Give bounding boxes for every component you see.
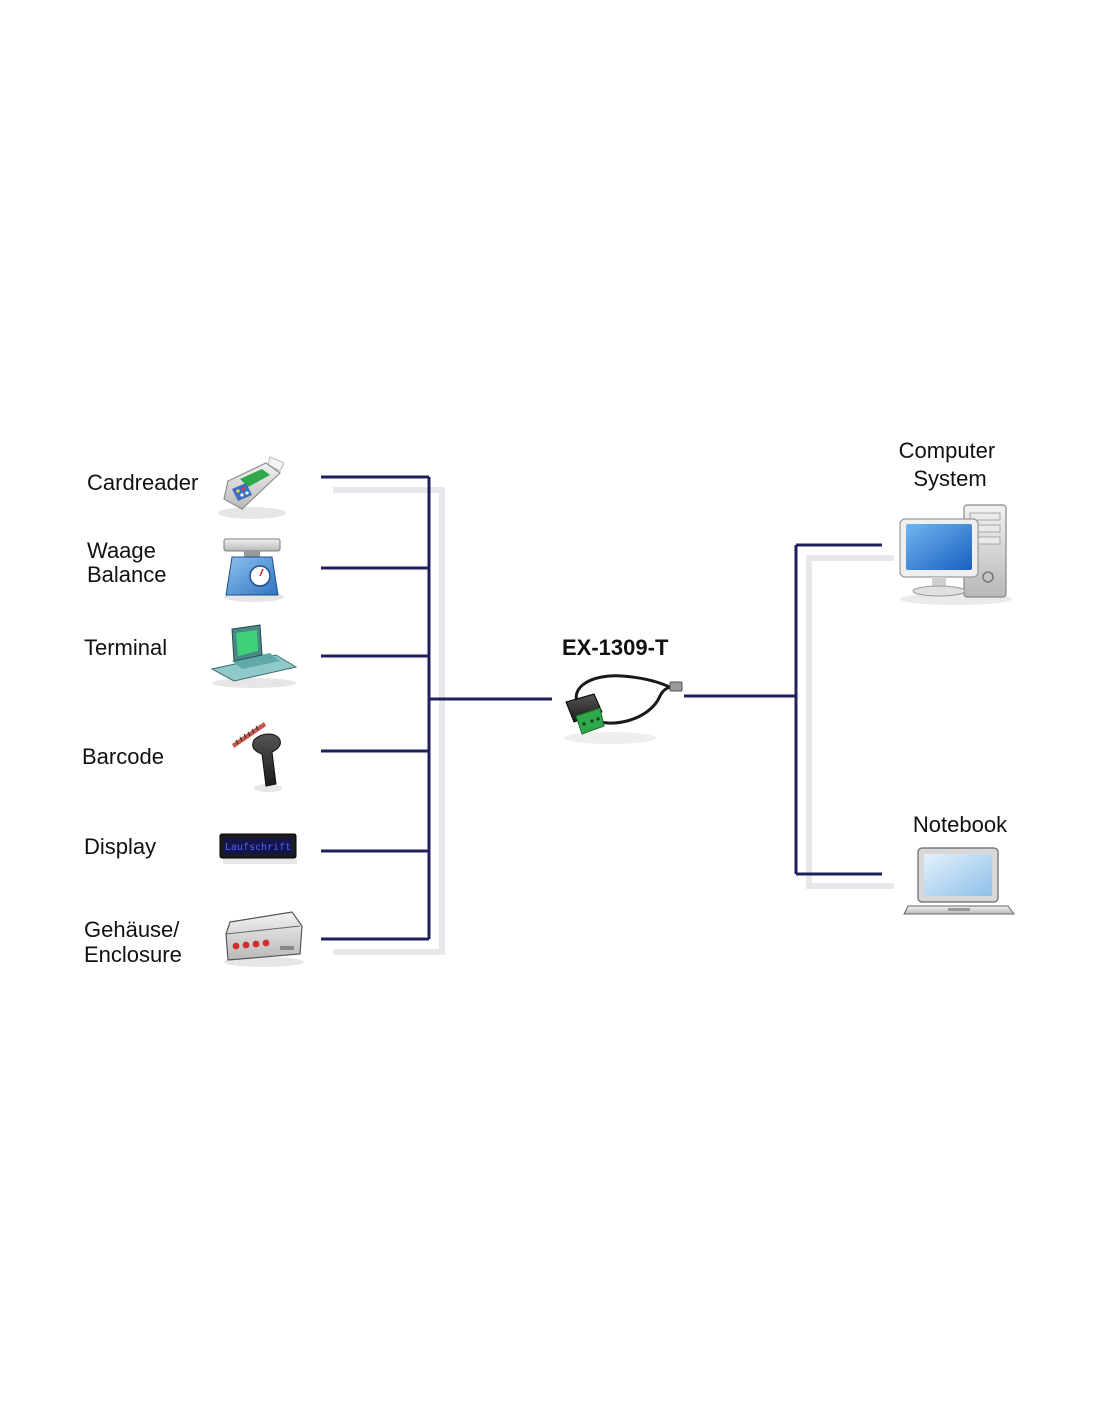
scale-icon bbox=[223, 538, 284, 602]
label-terminal: Terminal bbox=[84, 635, 167, 660]
right-bus bbox=[684, 543, 894, 889]
terminal-icon bbox=[210, 624, 298, 688]
left-bus bbox=[321, 475, 552, 955]
notebook-icon bbox=[903, 847, 1015, 915]
enclosure-icon bbox=[224, 911, 304, 967]
cardreader-icon bbox=[218, 456, 286, 519]
label-waage: Waage Balance bbox=[87, 538, 167, 587]
display-scrolling-text: Laufschrift bbox=[225, 842, 291, 853]
barcode-scanner-icon bbox=[232, 722, 282, 792]
label-display: Display bbox=[84, 834, 156, 859]
display-icon: Laufschrift bbox=[219, 833, 297, 864]
label-computer-system: Computer System bbox=[899, 438, 1002, 491]
label-enclosure: Gehäuse/ Enclosure bbox=[84, 917, 186, 967]
usb-converter-icon bbox=[564, 674, 683, 744]
label-notebook: Notebook bbox=[913, 812, 1008, 837]
desktop-computer-icon bbox=[899, 504, 1012, 605]
label-barcode: Barcode bbox=[82, 744, 164, 769]
label-cardreader: Cardreader bbox=[87, 470, 198, 495]
converter-label: EX-1309-T bbox=[562, 635, 669, 660]
